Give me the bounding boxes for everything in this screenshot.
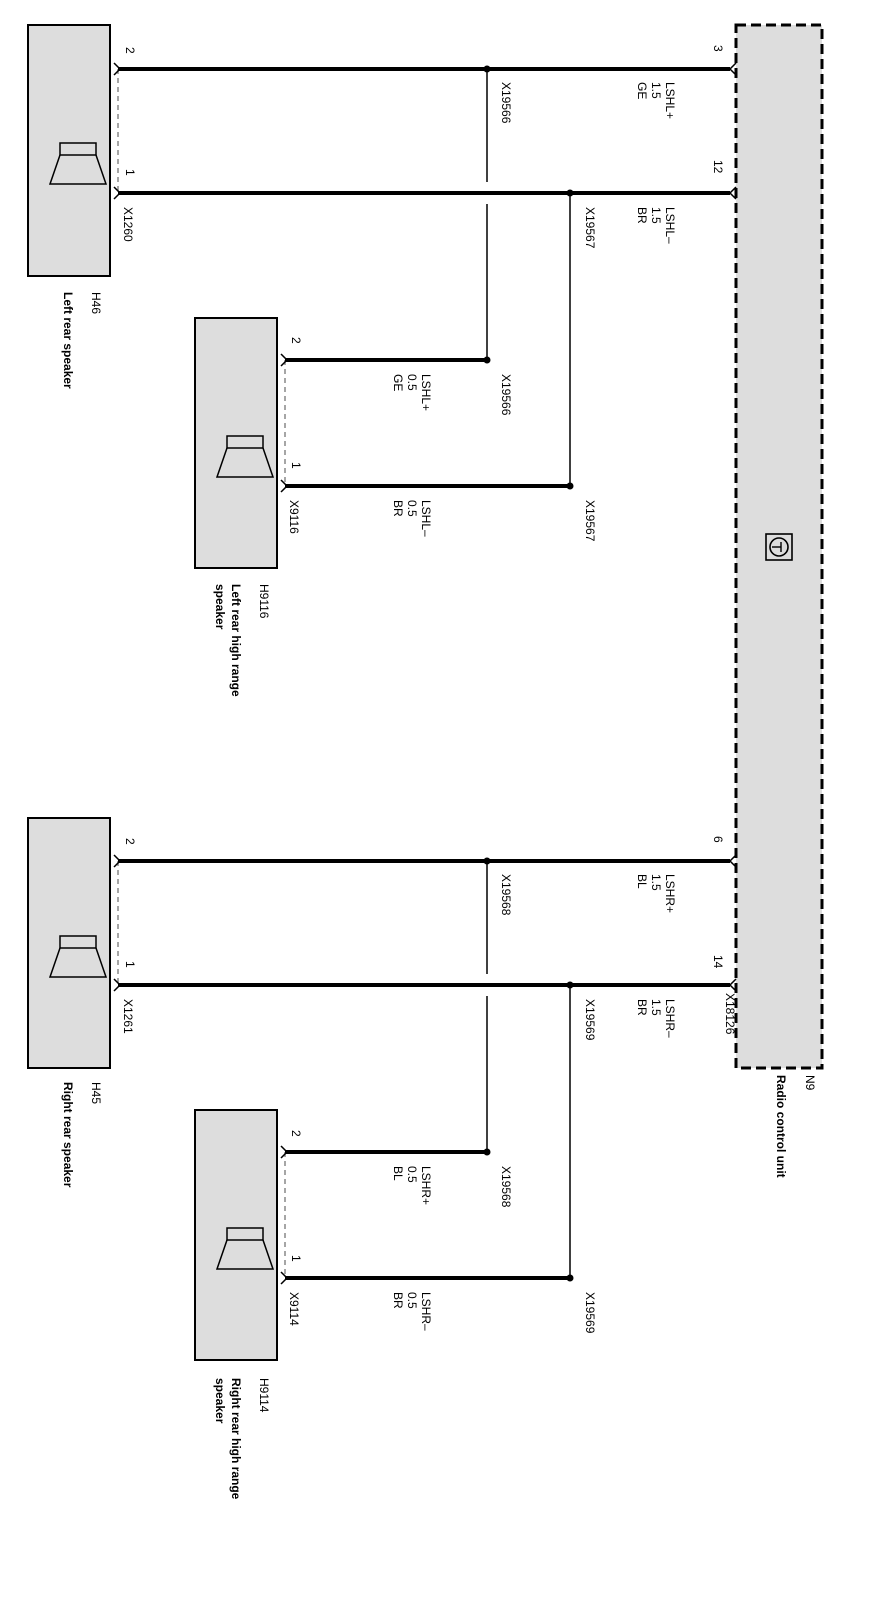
right-rear-speaker: H45 Right rear speaker X1261 2 1 (27, 817, 137, 1188)
wire-color: BR (391, 500, 405, 517)
wire-signal: LSHR– (663, 999, 677, 1038)
splice-label: X19567 (583, 207, 597, 249)
speaker-name: Right rear speaker (61, 1082, 75, 1188)
wire-size: 1.5 (649, 999, 663, 1016)
radio-control-unit: N9 Radio control unit X18126 (723, 23, 824, 1178)
splice-label: X19566 (499, 374, 513, 416)
wire-signal: LSHL– (663, 207, 677, 244)
right-rear-high-range-speaker: H9114 Right rear high range speaker X911… (194, 1109, 303, 1500)
left-rear-high-range-speaker: H9116 Left rear high range speaker X9116… (194, 317, 303, 697)
speaker-id: H9114 (257, 1378, 271, 1413)
wire-lshl-minus-main: 12 LSHL– 1.5 BR X19567 (113, 160, 737, 486)
wire-color: BR (635, 999, 649, 1016)
wire-color: BL (391, 1166, 405, 1181)
speaker-name: speaker (213, 1378, 227, 1424)
wire-color: BR (635, 207, 649, 224)
unit-id: N9 (803, 1075, 817, 1091)
speaker-name: speaker (213, 584, 227, 630)
speaker-name: Right rear high range (229, 1378, 243, 1500)
wire-size: 1.5 (649, 874, 663, 891)
unit-pin-number: 3 (711, 45, 725, 52)
pin-number: 1 (123, 169, 137, 176)
unit-pin-number: 12 (711, 160, 725, 174)
radio-symbol-icon (765, 533, 793, 561)
unit-pin-number: 14 (711, 955, 725, 969)
pin-number: 2 (289, 1130, 303, 1137)
pin-number: 1 (123, 961, 137, 968)
pin-number: 2 (289, 337, 303, 344)
wire-lshl-minus-high: LSHL– 0.5 BR X19567 (280, 479, 597, 542)
pin-number: 1 (289, 462, 303, 469)
speaker-connector: X1260 (121, 207, 135, 242)
speaker-name: Left rear high range (229, 584, 243, 697)
wire-size: 1.5 (649, 82, 663, 99)
wire-signal: LSHR+ (663, 874, 677, 913)
speaker-connector: X9114 (287, 1292, 301, 1326)
wire-size: 1.5 (649, 207, 663, 224)
speaker-id: H46 (89, 292, 103, 314)
wire-signal: LSHL– (419, 500, 433, 537)
pin-number: 2 (123, 838, 137, 845)
wire-lshl-plus-main: 3 LSHL+ 1.5 GE X19566 (113, 45, 737, 182)
wire-size: 0.5 (405, 1166, 419, 1183)
unit-name: Radio control unit (774, 1075, 788, 1178)
speaker-connector: X1261 (121, 999, 135, 1034)
wire-lshr-minus-main: 14 LSHR– 1.5 BR X19569 (113, 955, 737, 1278)
wire-lshr-minus-high: LSHR– 0.5 BR X19569 (280, 1271, 597, 1334)
wire-size: 0.5 (405, 500, 419, 517)
speaker-id: H9116 (257, 584, 271, 619)
unit-pin-number: 6 (711, 836, 725, 843)
wire-lshr-plus-main: 6 LSHR+ 1.5 BL X19568 (113, 836, 737, 974)
speaker-id: H45 (89, 1082, 103, 1104)
speaker-connector: X9116 (287, 500, 301, 534)
splice-label: X19569 (583, 999, 597, 1041)
wire-color: BR (391, 1292, 405, 1309)
wire-lshl-plus-high: LSHL+ 0.5 GE X19566 (280, 204, 513, 416)
wire-signal: LSHR– (419, 1292, 433, 1331)
splice-label: X19566 (499, 82, 513, 124)
splice-label: X19569 (583, 1292, 597, 1334)
pin-number: 2 (123, 47, 137, 54)
wire-color: GE (391, 374, 405, 391)
left-rear-speaker: H46 Left rear speaker X1260 2 1 (27, 24, 137, 389)
speaker-name: Left rear speaker (61, 292, 75, 389)
wire-signal: LSHL+ (663, 82, 677, 119)
wire-size: 0.5 (405, 1292, 419, 1309)
unit-connector: X18126 (723, 993, 737, 1035)
pin-number: 1 (289, 1255, 303, 1262)
wire-signal: LSHR+ (419, 1166, 433, 1205)
splice-label: X19568 (499, 874, 513, 916)
wire-lshr-plus-high: LSHR+ 0.5 BL X19568 (280, 996, 513, 1208)
splice-label: X19568 (499, 1166, 513, 1208)
wire-signal: LSHL+ (419, 374, 433, 411)
wire-size: 0.5 (405, 374, 419, 391)
splice-label: X19567 (583, 500, 597, 542)
wire-color: GE (635, 82, 649, 99)
wire-color: BL (635, 874, 649, 889)
